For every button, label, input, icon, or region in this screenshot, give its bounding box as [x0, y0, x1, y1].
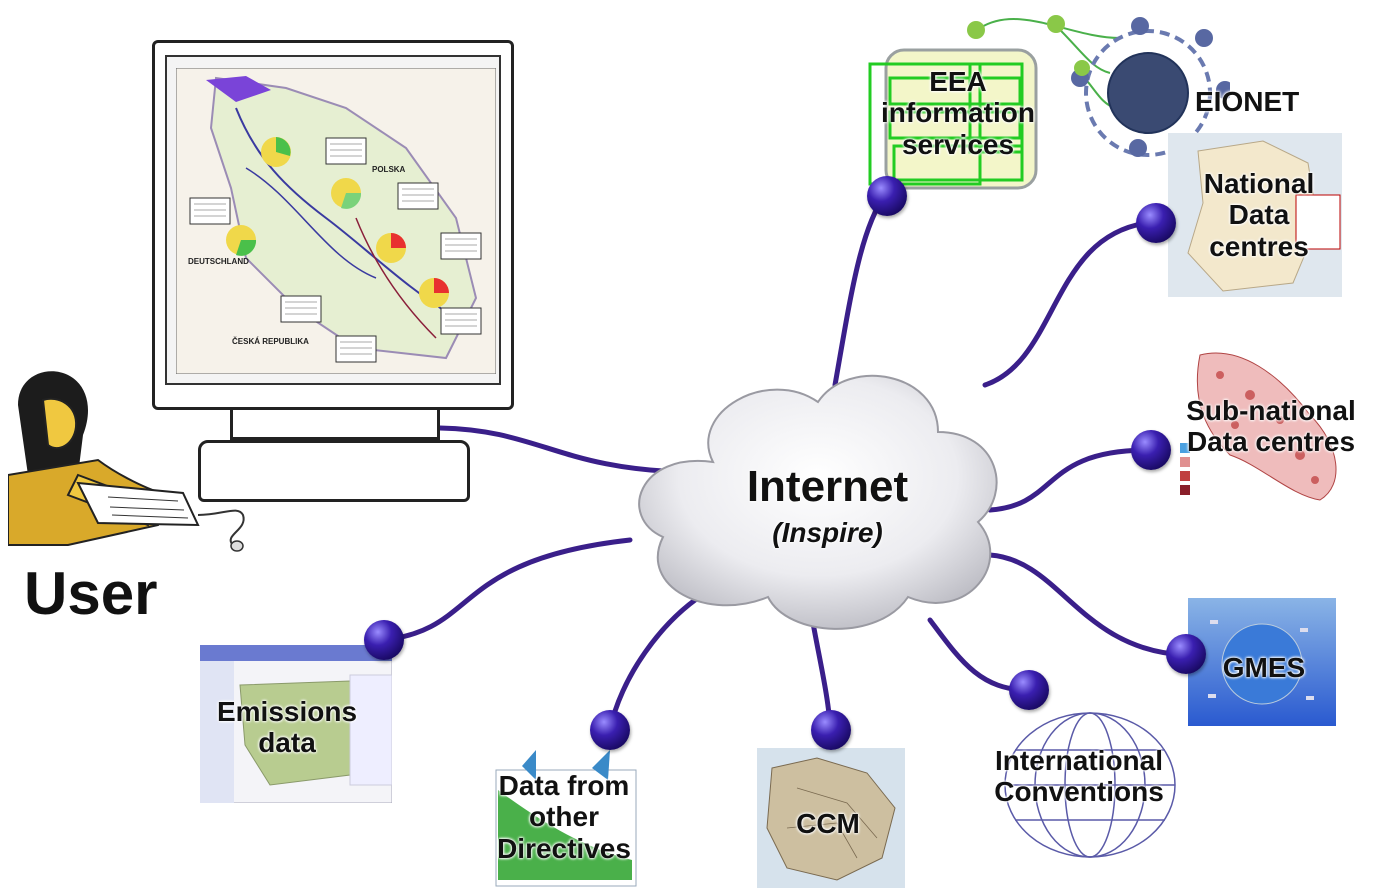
directives-label: Data from other Directives [497, 770, 631, 864]
link-gmes [987, 552, 1188, 658]
link-emissions [380, 537, 633, 643]
internet-subtitle: (Inspire) [772, 517, 883, 548]
emissions-label: Emissions data [216, 696, 358, 759]
link-subnational [987, 447, 1153, 513]
monitor-neck [230, 410, 440, 440]
node-subnational [1131, 430, 1171, 470]
internet-title: Internet [746, 462, 909, 511]
national-data-image [1168, 133, 1342, 297]
user-figure [8, 371, 245, 552]
node-eea [867, 176, 907, 216]
eionet-diagram [967, 15, 1230, 157]
conventions-image [1004, 712, 1176, 858]
emissions-image [200, 645, 392, 803]
subnational-label: Sub-national Data centres [1186, 395, 1356, 458]
monitor-base [198, 440, 470, 502]
node-conventions [1009, 670, 1049, 710]
map-screen: POLSKA DEUTSCHLAND ČESKÁ REPUBLIKA [176, 68, 496, 374]
node-emissions [364, 620, 404, 660]
directives-image [495, 750, 637, 887]
map-label-polska: POLSKA [372, 165, 406, 174]
map-label-deutschland: DEUTSCHLAND [188, 257, 249, 266]
node-gmes [1166, 634, 1206, 674]
node-ccm [811, 710, 851, 750]
ccm-map-image [757, 748, 905, 888]
national-label: National Data centres [1203, 168, 1315, 262]
conventions-label: International Conventions [994, 745, 1164, 808]
link-national [982, 219, 1158, 388]
subnational-data-image [1180, 352, 1337, 501]
gmes-image [1188, 598, 1336, 726]
ccm-label: CCM [796, 808, 860, 839]
eea-services-image [868, 48, 1038, 190]
node-directives [590, 710, 630, 750]
gmes-label: GMES [1222, 652, 1306, 683]
eea-label: EEA information services [881, 66, 1035, 160]
internet-cloud [638, 374, 998, 630]
node-national [1136, 203, 1176, 243]
map-label-ceska: ČESKÁ REPUBLIKA [232, 337, 309, 346]
user-label: User [24, 560, 158, 627]
link-user [437, 425, 693, 475]
eionet-label: EIONET [1195, 86, 1300, 117]
